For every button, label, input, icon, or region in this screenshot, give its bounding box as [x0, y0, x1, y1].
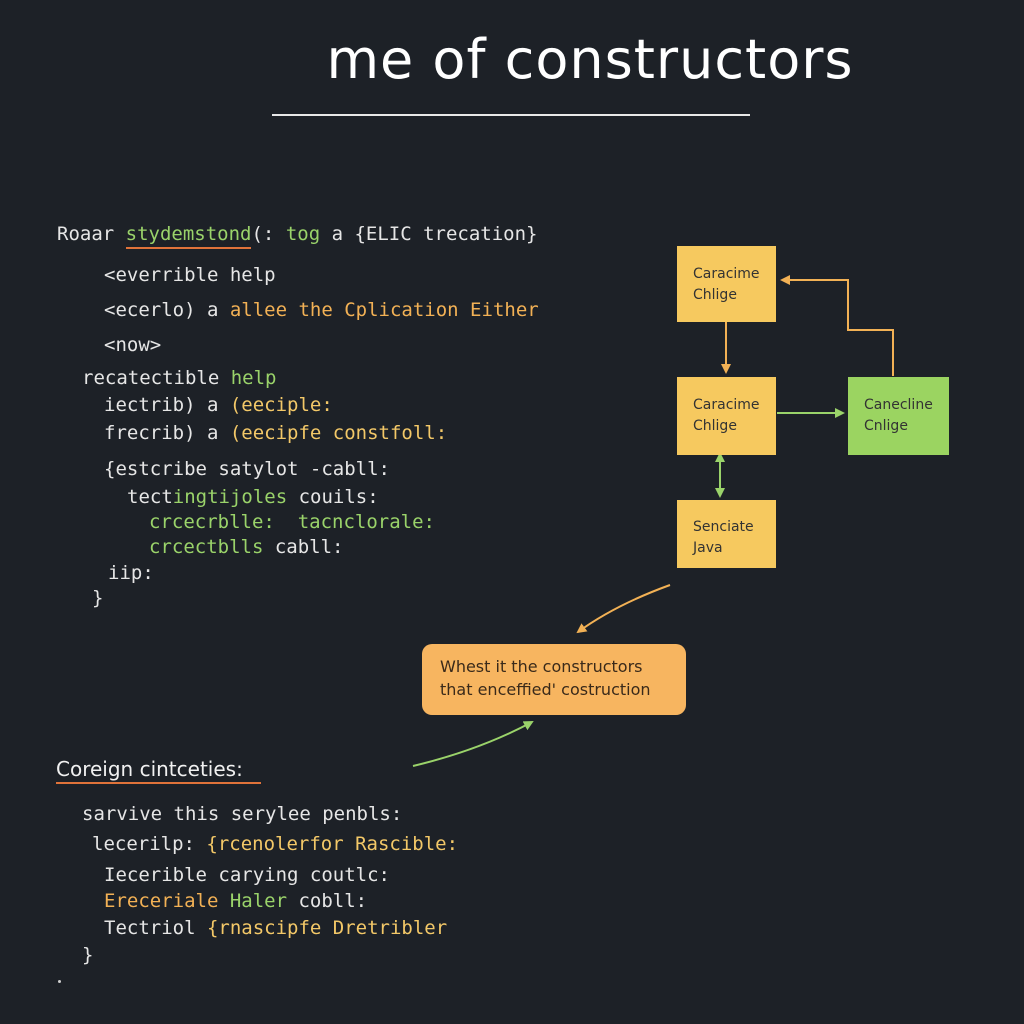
code-line-5: recatectible help [82, 366, 276, 390]
code-line-8: {estcribe satylot -cabll: [104, 458, 390, 480]
diagram-box-3: Canecline Cnlige [848, 377, 949, 455]
code-line-6: iectrib) a (eeciple: [104, 393, 333, 417]
diagram-box-1: Caracime Chlige [677, 246, 776, 322]
box-label: Caracime [693, 266, 760, 282]
code-token: Haler [229, 890, 288, 912]
code-token: allee the Cplication Either [229, 299, 539, 321]
code-token: couils: [287, 486, 379, 508]
code-token: tog [285, 223, 321, 245]
box-label: Caracime [693, 397, 760, 413]
box-label: Canecline [864, 397, 933, 413]
code-token: {rnascipfe Dretribler [206, 917, 448, 939]
code-line-9: tectingtijoles couils: [127, 485, 379, 509]
arrow-box4-to-callout [576, 584, 671, 634]
code-line-7: frecrib) a (eecipfe constfoll: [104, 421, 447, 445]
code-token: crcectblls [149, 536, 264, 558]
box-label: Java [693, 540, 723, 556]
diagram-box-4: Senciate Java [677, 500, 776, 568]
page-title: me of constructors [326, 28, 854, 91]
box-label: Senciate [693, 519, 754, 535]
code-line-2: <everrible help [104, 264, 276, 286]
code-token: recatectible [82, 367, 231, 389]
code-token: ingtijoles [172, 486, 288, 508]
code-line-4: <now> [104, 334, 162, 356]
section-line-2: lecerilp: {rcenolerfor Rascible: [92, 832, 458, 856]
code-token: iectrib) a [104, 394, 230, 416]
code-token: crcecrblle: [149, 511, 275, 533]
code-line-11: crcectblls cabll: [149, 535, 343, 559]
title-underline [272, 114, 750, 116]
code-token: a {ELIC trecation} [320, 223, 538, 245]
code-token: cabll: [263, 536, 344, 558]
arrow-box3-to-box1 [780, 275, 894, 376]
code-token: (: [251, 223, 286, 245]
trailing-dot [58, 980, 61, 983]
code-line-10: crcecrblle: tacnclorale: [149, 510, 435, 534]
code-line-3: <ecerlo) a allee the Cplication Either [104, 298, 539, 322]
code-token: {rcenolerfor Rascible: [206, 833, 459, 855]
arrow-heading-to-callout [412, 721, 534, 767]
box-label: Chlige [693, 287, 737, 303]
code-line-12: iip: [108, 562, 154, 584]
code-line-1: Roaar stydemstond(: tog a {ELIC trecatio… [57, 222, 538, 249]
section-line-1: sarvive this serylee penbls: [82, 803, 403, 825]
code-token: <ecerlo) a [104, 299, 230, 321]
callout-box: Whest it the constructors that enceffied… [422, 644, 686, 715]
code-token: stydemstond [125, 223, 252, 249]
section-line-3: Iecerible carying coutlc: [104, 864, 390, 886]
code-token: Ereceriale [104, 890, 230, 912]
section-line-4: Ereceriale Haler cobll: [104, 889, 367, 913]
code-token: (eecipfe constfoll: [229, 422, 448, 444]
code-line-13: } [92, 587, 104, 609]
box-label: Cnlige [864, 418, 908, 434]
code-token: tacnclorale: [274, 511, 435, 533]
section-line-6: } [82, 944, 94, 966]
box-label: Chlige [693, 418, 737, 434]
code-token: frecrib) a [104, 422, 230, 444]
section-heading: Coreign cintceties: [56, 757, 243, 781]
code-token: lecerilp: [92, 833, 207, 855]
code-token: Roaar [57, 223, 126, 245]
section-line-5: Tectriol {rnascipfe Dretribler [104, 916, 447, 940]
code-token: help [230, 367, 277, 389]
code-token: cobll: [287, 890, 368, 912]
section-heading-underline [56, 782, 261, 784]
callout-text: Whest it the constructors [440, 657, 643, 676]
code-token: Tectriol [104, 917, 207, 939]
code-token: tect [127, 486, 173, 508]
diagram-box-2: Caracime Chlige [677, 377, 776, 455]
code-token: (eeciple: [229, 394, 333, 416]
callout-text: that enceffied' costruction [440, 680, 651, 699]
